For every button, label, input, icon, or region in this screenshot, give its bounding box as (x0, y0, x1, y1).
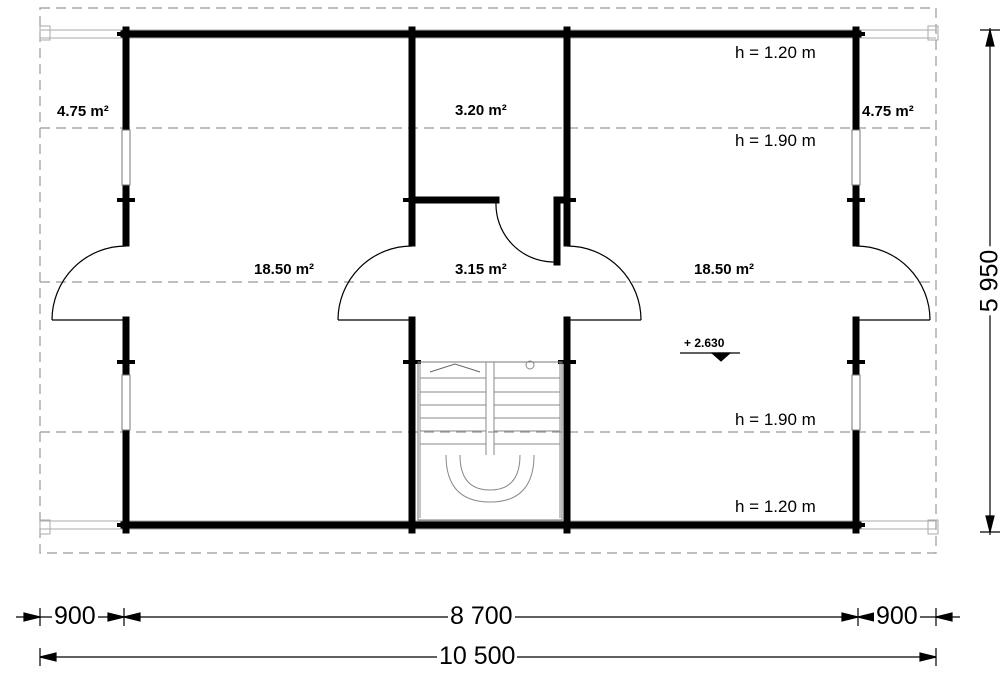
staircase (417, 360, 563, 521)
dimension-lines (16, 28, 1000, 666)
elevation-label: + 2.630 (684, 336, 725, 350)
wall-stubs (117, 32, 865, 527)
roof-outline (39, 7, 937, 554)
room-area-top-middle: 3.20 m² (455, 102, 507, 119)
dimension-left-overhang: 900 (52, 602, 98, 630)
height-label-top-190: h = 1.90 m (735, 131, 816, 150)
dimension-core-width: 8 700 (448, 602, 515, 630)
room-area-corner-top-left: 4.75 m² (57, 103, 109, 120)
elevation-marker (680, 352, 740, 362)
dimension-right-overhang: 900 (874, 602, 920, 630)
room-area-hall: 3.15 m² (455, 261, 507, 278)
dimension-total-depth: 5 950 (976, 246, 1004, 316)
room-area-left-room: 18.50 m² (254, 261, 315, 278)
dimension-total-width: 10 500 (437, 642, 518, 670)
height-label-bottom-190: h = 1.90 m (735, 410, 816, 429)
height-label-top-120: h = 1.20 m (735, 43, 816, 62)
overhang-beams (39, 25, 939, 535)
knee-windows (121, 129, 861, 431)
door-swings (51, 200, 931, 321)
height-label-bottom-120: h = 1.20 m (735, 497, 816, 516)
room-area-corner-top-right: 4.75 m² (862, 103, 914, 120)
room-area-right-room: 18.50 m² (694, 261, 755, 278)
height-lines (40, 127, 936, 433)
